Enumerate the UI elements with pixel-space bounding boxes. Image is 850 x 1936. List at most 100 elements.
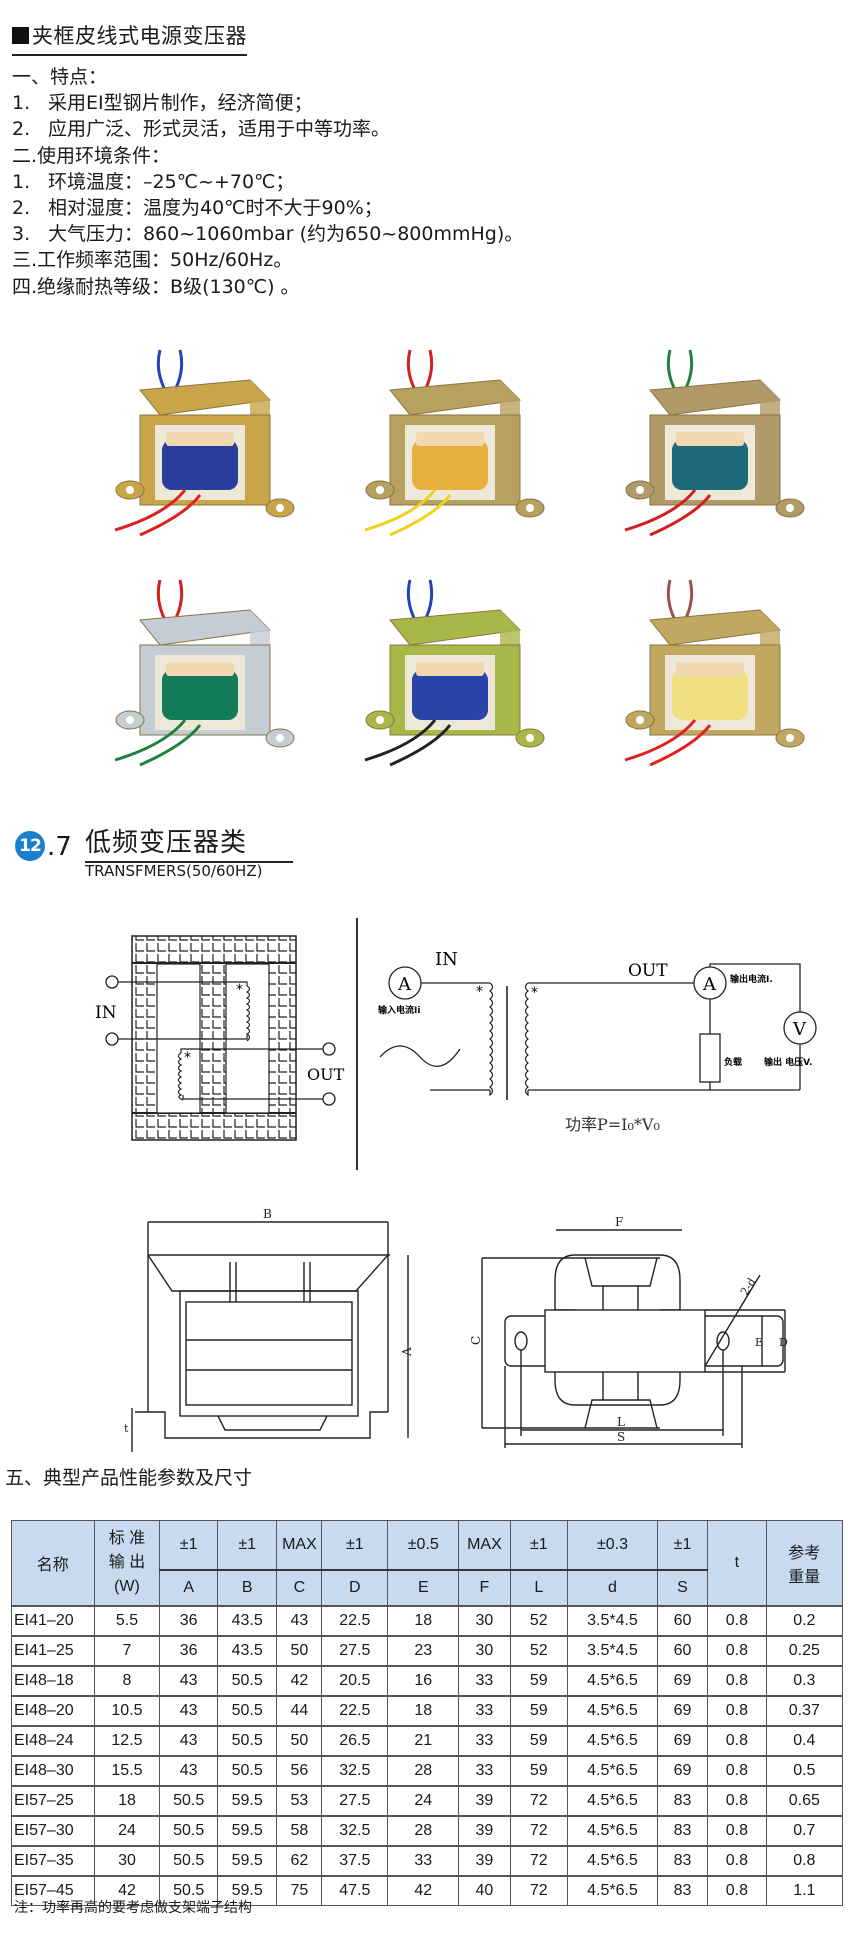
table-cell: 33 xyxy=(458,1725,511,1757)
load-label: 负载 xyxy=(724,1056,742,1068)
table-cell: 4.5*6.5 xyxy=(567,1665,658,1697)
table-cell: 0.8 xyxy=(707,1815,767,1847)
svg-text:*: * xyxy=(236,982,243,998)
table-cell: 69 xyxy=(656,1725,709,1757)
table-cell: 7 xyxy=(93,1635,161,1667)
core-in-label: IN xyxy=(95,1003,117,1023)
header-dim: A xyxy=(159,1569,218,1607)
table-cell: 59 xyxy=(509,1665,569,1697)
table-cell: 0.8 xyxy=(765,1845,844,1877)
table-cell: 33 xyxy=(458,1665,511,1697)
table-cell: 50.5 xyxy=(159,1845,218,1877)
table-cell: 27.5 xyxy=(321,1785,389,1817)
table-cell: 52 xyxy=(509,1635,569,1667)
model-name-cell: EI41–20 xyxy=(11,1605,95,1637)
table-cell: 72 xyxy=(509,1815,569,1847)
insulation-class: 四.绝缘耐热等级：B级(130℃) 。 xyxy=(12,275,300,298)
core-winding-diagram: * * IN OUT xyxy=(90,920,360,1150)
table-cell: 44 xyxy=(276,1695,323,1727)
table-cell: 50 xyxy=(276,1635,323,1667)
table-cell: 60 xyxy=(656,1605,709,1637)
table-cell: 59.5 xyxy=(216,1875,278,1906)
product-photo-grid xyxy=(100,340,820,780)
table-cell: 24 xyxy=(93,1815,161,1847)
table-cell: 43 xyxy=(159,1695,218,1727)
transformer-photo-3 xyxy=(610,340,810,540)
table-cell: 1.1 xyxy=(765,1875,844,1906)
secondary-coil xyxy=(177,1052,184,1101)
table-cell: 0.8 xyxy=(707,1785,767,1817)
out-terminal-bottom xyxy=(322,1092,336,1106)
table-cell: 23 xyxy=(387,1635,460,1667)
header-t: t xyxy=(707,1520,767,1607)
table-cell: 83 xyxy=(656,1785,709,1817)
svg-text:A: A xyxy=(397,974,412,995)
table-cell: 42 xyxy=(276,1665,323,1697)
in-terminal-top xyxy=(105,975,119,989)
table-cell: 27.5 xyxy=(321,1635,389,1667)
table-cell: 0.7 xyxy=(765,1815,844,1847)
table-cell: 30 xyxy=(458,1635,511,1667)
table-cell: 47.5 xyxy=(321,1875,389,1906)
feature-item: 2.应用广泛、形式灵活，适用于中等功率。 xyxy=(12,118,391,141)
section-title: 低频变压器类 xyxy=(85,822,293,863)
table-cell: 18 xyxy=(387,1695,460,1727)
table-cell: 36 xyxy=(159,1635,218,1667)
power-formula: 功率P=I₀*V₀ xyxy=(565,1115,660,1134)
table-cell: 0.8 xyxy=(707,1605,767,1637)
svg-text:V: V xyxy=(792,1019,807,1040)
svg-text:*: * xyxy=(476,984,483,1000)
test-circuit-diagram: A 输入电流Ii IN * * OUT A 输出电流I. 负载 V 输出 电压V… xyxy=(360,920,850,1150)
header-dim: L xyxy=(509,1569,569,1607)
table-cell: 22.5 xyxy=(321,1695,389,1727)
output-voltage-label: 输出 电压V. xyxy=(764,1056,812,1068)
table-cell: 0.65 xyxy=(765,1785,844,1817)
load-resistor xyxy=(699,1033,721,1083)
svg-text:A: A xyxy=(702,974,717,995)
circuit-primary-coil xyxy=(489,982,494,1097)
table-cell: 72 xyxy=(509,1845,569,1877)
table-cell: 4.5*6.5 xyxy=(567,1785,658,1817)
table-cell: 40 xyxy=(458,1875,511,1906)
svg-text:L: L xyxy=(617,1415,625,1429)
table-cell: 0.3 xyxy=(765,1665,844,1697)
header-tolerance: ±1 xyxy=(509,1520,569,1571)
header-tolerance: MAX xyxy=(458,1520,511,1571)
table-cell: 36 xyxy=(159,1605,218,1637)
table-cell: 59.5 xyxy=(216,1845,278,1877)
table-cell: 32.5 xyxy=(321,1815,389,1847)
svg-text:D: D xyxy=(779,1336,788,1349)
table-cell: 50.5 xyxy=(159,1785,218,1817)
svg-text:2-d: 2-d xyxy=(738,1276,758,1298)
model-name-cell: EI57–35 xyxy=(11,1845,95,1877)
table-cell: 52 xyxy=(509,1605,569,1637)
header-dim: E xyxy=(387,1569,460,1607)
table-cell: 59 xyxy=(509,1725,569,1757)
table-cell: 0.8 xyxy=(707,1665,767,1697)
table-cell: 43 xyxy=(276,1605,323,1637)
header-dim: C xyxy=(276,1569,323,1607)
in-terminal-bottom xyxy=(105,1032,119,1046)
model-name-cell: EI57–30 xyxy=(11,1815,95,1847)
table-cell: 8 xyxy=(93,1665,161,1697)
header-weight: 参考 重量 xyxy=(765,1520,844,1607)
table-cell: 43 xyxy=(159,1665,218,1697)
table-cell: 0.5 xyxy=(765,1755,844,1787)
table-cell: 50.5 xyxy=(216,1695,278,1727)
table-cell: 15.5 xyxy=(93,1755,161,1787)
feature-item: 1.采用EI型钢片制作，经济简便； xyxy=(12,92,313,115)
table-cell: 0.8 xyxy=(707,1725,767,1757)
header-tolerance: ±1 xyxy=(159,1520,218,1571)
table-cell: 69 xyxy=(656,1695,709,1727)
table-cell: 56 xyxy=(276,1755,323,1787)
table-cell: 4.5*6.5 xyxy=(567,1755,658,1787)
transformer-photo-6 xyxy=(610,570,810,770)
table-cell: 0.8 xyxy=(707,1845,767,1877)
